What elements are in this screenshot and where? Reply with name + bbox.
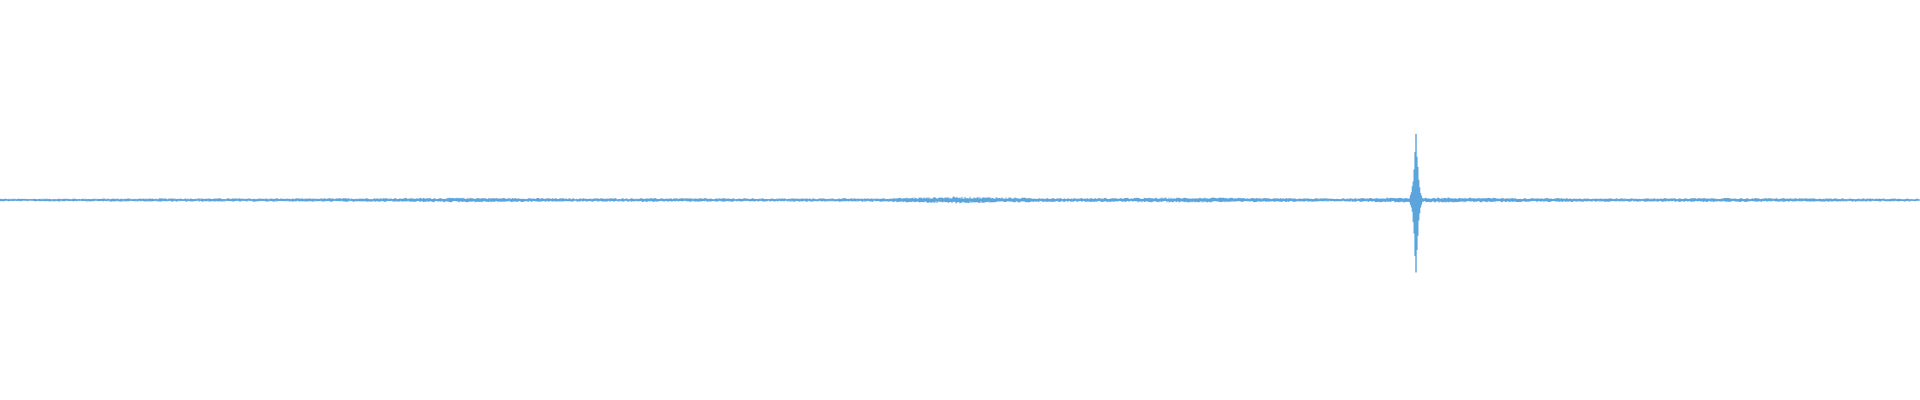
waveform-peak [1409,133,1423,273]
waveform-trace [0,196,1920,204]
